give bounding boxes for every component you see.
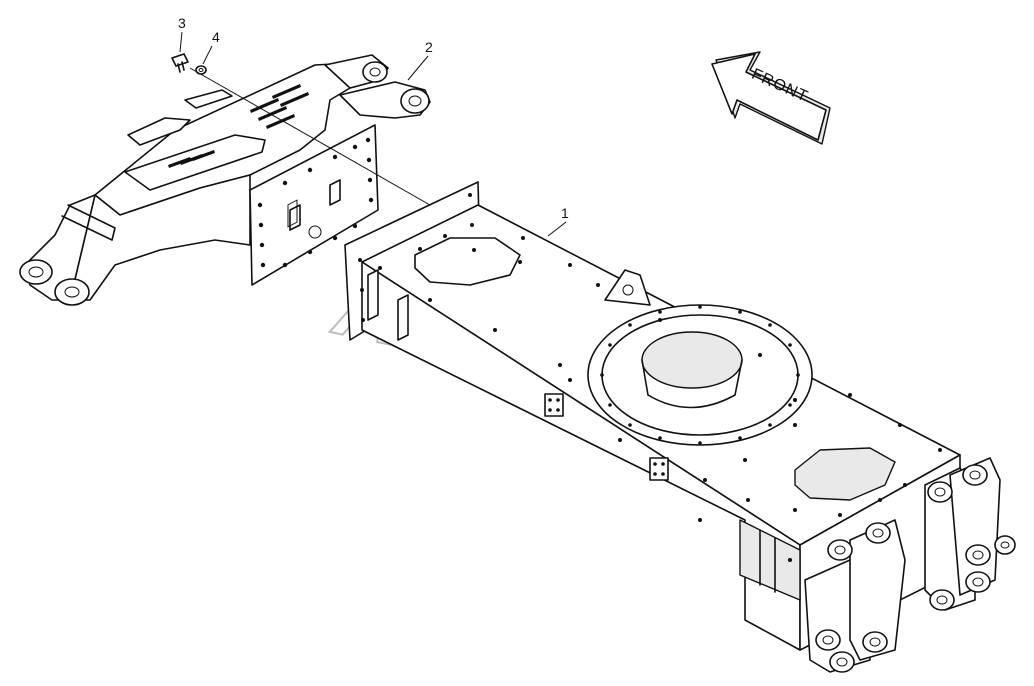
slew-ring (587, 304, 813, 446)
callout-label-1: 1 (561, 205, 569, 221)
bolt-holes-frame (358, 193, 942, 562)
front-direction-arrow: FRONT (711, 51, 831, 145)
part-2-upper-bracket (19, 54, 431, 306)
bolt-holes-upper-plate (257, 137, 374, 268)
part-3-bolt (171, 53, 189, 73)
assembly-axis-line (189, 67, 431, 206)
part-1-main-frame (344, 181, 1016, 673)
callout-label-3: 3 (178, 15, 186, 31)
callout-3: 3 (178, 15, 186, 53)
callout-1: 1 (547, 205, 569, 237)
callout-label-2: 2 (425, 39, 433, 55)
callout-4: 4 (202, 29, 220, 65)
slew-ring-bolt-holes (600, 305, 800, 445)
callout-label-4: 4 (212, 29, 220, 45)
rear-hinge-plates (804, 457, 1016, 673)
callout-2: 2 (407, 39, 433, 81)
